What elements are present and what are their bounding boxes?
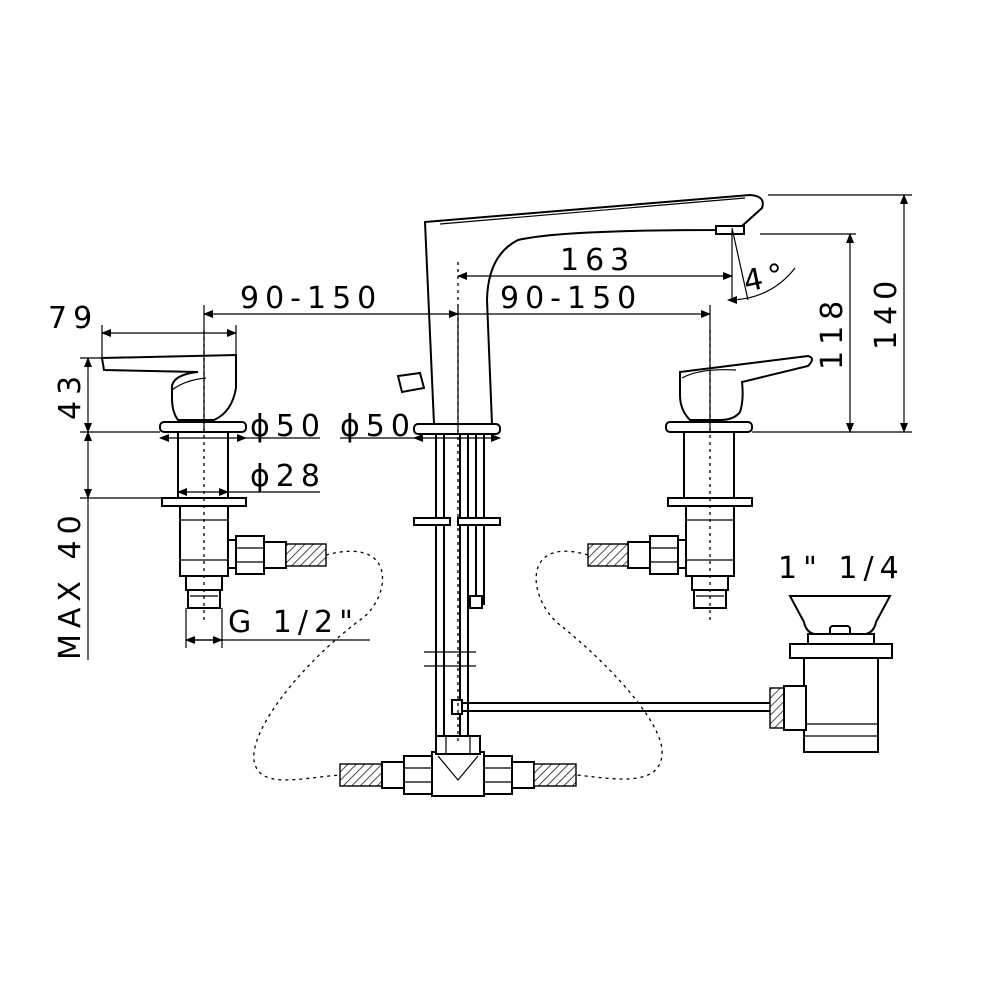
spout-assembly [396,193,770,735]
left-handle-detail [171,377,207,391]
tee-top-nut [435,735,481,755]
left-handle-lever [100,353,237,421]
dimension-lines [80,194,912,745]
dim-spout-reach: 163 [560,243,635,278]
right-rosette [665,421,753,433]
hose-routing [253,550,663,781]
dim-shank-diameter: ϕ28 [250,459,326,494]
spout-body [423,193,764,425]
dim-spacing-right: 90-150 [500,281,642,316]
waste-nut [789,643,893,659]
dim-handle-width: 79 [48,301,98,336]
spout-fixing-nut-right [457,517,501,526]
spout-rosette [413,423,501,435]
right-handle-lever [679,354,813,421]
tee-right-nut [483,755,513,795]
dim-spacing-left: 90-150 [240,281,382,316]
left-hose-path [253,550,384,781]
left-rosette [159,421,247,433]
left-hose-nut [235,535,265,575]
left-shank [177,431,229,499]
left-hose [285,543,327,567]
right-hose [587,543,629,567]
tee-left-nut [403,755,433,795]
dim-connection-thread: G 1/2" [228,605,359,640]
spout-fixing-nut-left [413,517,451,526]
dim-base-diameter-spout: ϕ50 [340,409,416,444]
right-shank [683,431,735,499]
right-hose-nut [649,535,679,575]
waste-lever-knob [769,687,785,729]
dim-max-deck: MAX 40 [53,509,88,660]
dim-handle-height: 43 [53,370,88,420]
dim-total-height: 140 [869,275,904,350]
dim-spout-angle: 4° [740,256,792,300]
dim-waste-thread: 1" 1/4 [778,551,905,586]
dim-base-diameter-valve: ϕ50 [250,409,326,444]
dimension-labels: 79 43 90-150 90-150 163 4° 118 140 ϕ50 ϕ… [48,243,905,660]
diverter-knob [396,371,426,394]
dim-outlet-height: 118 [815,295,850,370]
tee-connector [339,735,577,797]
right-hose-path [535,550,663,780]
spout-aerator [715,225,745,235]
waste-drain [769,595,893,753]
tee-left-hose [339,763,383,787]
waste-body [803,657,879,753]
tee-right-hose [533,763,577,787]
